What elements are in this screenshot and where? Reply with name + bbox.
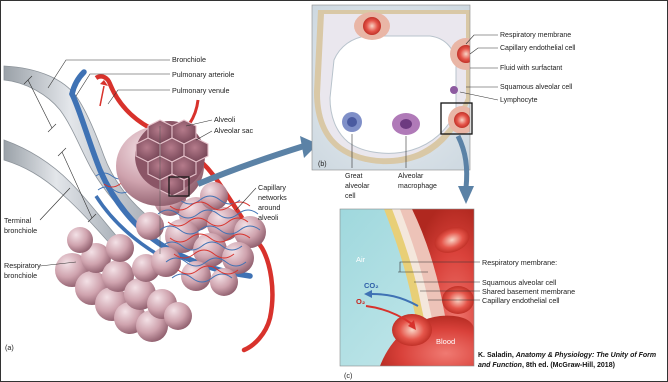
label-lymphocyte: Lymphocyte — [500, 97, 538, 104]
label-fluid-with-surfactant: Fluid with surfactant — [500, 65, 562, 72]
label-respiratory-bronchiole-2: bronchiole — [4, 271, 37, 280]
label-terminal-bronchiole-2: bronchiole — [4, 226, 37, 235]
zoom-arrow-a-to-b — [198, 146, 304, 184]
label-pulmonary-arteriole: Pulmonary arteriole — [172, 70, 234, 79]
label-respiratory-membrane-c: Respiratory membrane: — [482, 258, 557, 267]
alveolar-sac — [116, 120, 208, 206]
label-terminal-bronchiole-1: Terminal — [4, 216, 32, 225]
panel-b-letter: (b) — [318, 161, 327, 168]
label-respiratory-bronchiole-1: Respiratory — [4, 261, 41, 270]
label-capillary-networks-2: networks — [258, 193, 287, 202]
label-great-alveolar-cell-2: alveolar — [345, 183, 370, 190]
label-great-alveolar-cell-3: cell — [345, 193, 356, 200]
label-squamous-alveolar-cell-c: Squamous alveolar cell — [482, 278, 557, 287]
label-alveolar-sac: Alveolar sac — [214, 126, 254, 135]
label-co2: CO₂ — [364, 281, 379, 290]
label-pulmonary-venule: Pulmonary venule — [172, 86, 230, 95]
label-capillary-endothelial-cell: Capillary endothelial cell — [500, 45, 576, 52]
label-capillary-endothelial-cell-c: Capillary endothelial cell — [482, 296, 560, 305]
label-bronchiole: Bronchiole — [172, 55, 206, 64]
credit-author: K. Saladin, — [478, 352, 516, 359]
panel-a-letter: (a) — [5, 343, 14, 352]
label-squamous-alveolar-cell: Squamous alveolar cell — [500, 84, 573, 91]
figure-credit: K. Saladin, Anatomy & Physiology: The Un… — [478, 351, 668, 370]
label-alveolar-macrophage-2: macrophage — [398, 183, 437, 190]
panel-c-letter: (c) — [344, 371, 352, 380]
panel-a: Bronchiole Pulmonary arteriole Pulmonary… — [4, 55, 318, 352]
label-o2: O₂ — [356, 297, 365, 306]
label-shared-basement-membrane: Shared basement membrane — [482, 287, 575, 296]
credit-edition: , 8th ed. (McGraw-Hill, 2018) — [522, 362, 615, 369]
label-capillary-networks-3: around — [258, 203, 280, 212]
label-great-alveolar-cell-1: Great — [345, 173, 363, 180]
label-respiratory-membrane: Respiratory membrane — [500, 32, 571, 39]
label-capillary-networks-4: alveoli — [258, 213, 279, 222]
label-alveolar-macrophage-1: Alveolar — [398, 173, 424, 180]
label-alveoli: Alveoli — [214, 115, 236, 124]
label-blood: Blood — [436, 337, 455, 346]
label-capillary-networks-1: Capillary — [258, 183, 286, 192]
panel-b: Respiratory membrane Capillary endotheli… — [312, 5, 576, 204]
label-air: Air — [356, 255, 366, 264]
